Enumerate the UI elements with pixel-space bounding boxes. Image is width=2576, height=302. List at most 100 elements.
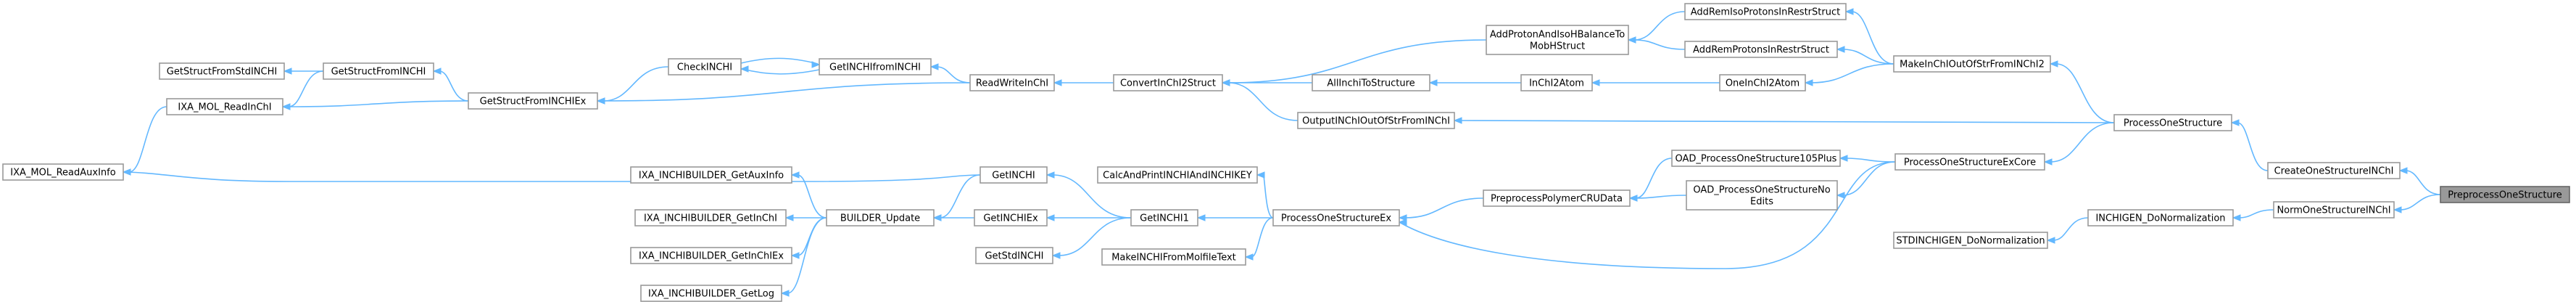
node-OutputINChIOutOfStrFromINChI[interactable]: OutputINChIOutOfStrFromINChI (1297, 112, 1455, 129)
node-box[interactable] (1130, 209, 1198, 226)
node-CreateOneStructureINChI[interactable]: CreateOneStructureINChI (2267, 162, 2401, 179)
node-NormOneStructureINChI[interactable]: NormOneStructureINChI (2273, 201, 2395, 219)
node-GetINCHI1[interactable]: GetINCHI1 (1130, 209, 1198, 226)
edge-ProcessOneStructure-to-OutputINChIOutOfStrFromINChI (1459, 120, 2115, 123)
node-box[interactable] (1483, 189, 1631, 207)
arrowhead (1196, 214, 1206, 221)
node-IXA_INCHIBUILDER_GetLog[interactable]: IXA_INCHIBUILDER_GetLog (640, 285, 782, 302)
node-box[interactable] (1684, 3, 1847, 20)
node-OAD_ProcessOneStructure105Plus[interactable]: OAD_ProcessOneStructure105Plus (1671, 150, 1841, 167)
node-IXA_INCHIBUILDER_GetInChIEx[interactable]: IXA_INCHIBUILDER_GetInChIEx (630, 247, 792, 264)
node-box[interactable] (974, 209, 1048, 226)
node-AddRemIsoProtonsInRestrStruct[interactable]: AddRemIsoProtonsInRestrStruct (1684, 3, 1847, 20)
node-box[interactable] (159, 62, 285, 80)
node-AddRemProtonsInRestrStruct[interactable]: AddRemProtonsInRestrStruct (1684, 41, 1838, 58)
node-BUILDER_Update[interactable]: BUILDER_Update (826, 209, 935, 226)
node-box[interactable] (1719, 74, 1806, 91)
node-box[interactable] (1894, 153, 2045, 171)
node-box[interactable] (323, 62, 434, 80)
node-box[interactable] (634, 209, 787, 226)
arrowhead (784, 214, 794, 221)
node-IXA_MOL_ReadAuxInfo[interactable]: IXA_MOL_ReadAuxInfo (2, 163, 124, 181)
node-ProcessOneStructure[interactable]: ProcessOneStructure (2113, 114, 2232, 131)
arrowhead (1398, 219, 1407, 226)
node-box[interactable] (1671, 150, 1841, 167)
edge-PreprocessOneStructure-to-CreateOneStructureINChI (2405, 170, 2441, 195)
node-IXA_MOL_ReadInChI[interactable]: IXA_MOL_ReadInChI (166, 98, 283, 115)
node-box[interactable] (1893, 232, 2048, 249)
arrowhead (1628, 195, 1638, 202)
node-box[interactable] (819, 58, 932, 76)
node-box[interactable] (1684, 41, 1838, 58)
arrowhead (1836, 192, 1845, 199)
node-box[interactable] (1520, 74, 1593, 91)
node-box[interactable] (166, 98, 283, 115)
node-GetINCHIfromINCHI[interactable]: GetINCHIfromINCHI (819, 58, 932, 76)
node-box[interactable] (1297, 112, 1455, 129)
node-CheckINCHI[interactable]: CheckINCHI (668, 58, 742, 76)
node-PreprocessOneStructure[interactable]: PreprocessOneStructure (2440, 186, 2570, 203)
node-box[interactable] (2087, 209, 2234, 226)
node-ProcessOneStructureEx[interactable]: ProcessOneStructureEx (1272, 209, 1400, 226)
node-box[interactable] (2273, 201, 2395, 219)
node-STDINCHIGEN_DoNormalization[interactable]: STDINCHIGEN_DoNormalization (1893, 232, 2048, 249)
node-ReadWriteInChI[interactable]: ReadWriteInChI (969, 74, 1055, 91)
node-box[interactable] (640, 285, 782, 302)
node-GetStructFromINCHI[interactable]: GetStructFromINCHI (323, 62, 434, 80)
node-MakeINCHIFromMolfileText[interactable]: MakeINCHIFromMolfileText (1101, 248, 1246, 266)
node-GetStructFromINCHIEx[interactable]: GetStructFromINCHIEx (468, 92, 598, 110)
node-box[interactable] (1272, 209, 1400, 226)
node-label: ProcessOneStructureEx (1281, 213, 1391, 224)
node-ConvertInChI2Struct[interactable]: ConvertInChI2Struct (1113, 74, 1223, 91)
node-label: IXA_MOL_ReadAuxInfo (10, 168, 115, 179)
node-box[interactable] (980, 166, 1048, 184)
node-InChI2Atom[interactable]: InChI2Atom (1520, 74, 1593, 91)
node-ProcessOneStructureExCore[interactable]: ProcessOneStructureExCore (1894, 153, 2045, 171)
node-CalcAndPrintINCHIAndINCHIKEY[interactable]: CalcAndPrintINCHIAndINCHIKEY (1097, 166, 1258, 184)
node-INCHIGEN_DoNormalization[interactable]: INCHIGEN_DoNormalization (2087, 209, 2234, 226)
node-box[interactable] (1686, 180, 1838, 211)
arrowhead (2046, 237, 2055, 244)
node-box[interactable] (630, 247, 792, 264)
node-box[interactable] (630, 166, 792, 184)
edge-GetINCHI1-to-GetINCHI (1052, 174, 1132, 219)
node-label: NormOneStructureINChI (2277, 205, 2390, 216)
node-GetINCHIEx[interactable]: GetINCHIEx (974, 209, 1048, 226)
node-box[interactable] (1097, 166, 1258, 184)
edge-ProcessOneStructure-to-ProcessOneStructureExCore (2050, 122, 2115, 163)
node-GetStdINCHI[interactable]: GetStdINCHI (975, 247, 1053, 264)
edge-ReadWriteInChI-to-GetINCHIfromINCHI (936, 66, 971, 83)
node-box[interactable] (2440, 186, 2570, 203)
node-box[interactable] (1312, 74, 1430, 91)
arrowhead (932, 214, 942, 221)
arrowhead (281, 103, 291, 110)
node-MakeInChIOutOfStrFromINChI2[interactable]: MakeInChIOutOfStrFromINChI2 (1893, 55, 2051, 73)
edge-MakeInChIOutOfStrFromINChI2-to-AddRemProtonsInRestrStruct (1842, 49, 1894, 65)
edge-GetStructFromINCHIEx-to-IXA_MOL_ReadInChI (288, 100, 469, 107)
node-box[interactable] (2, 163, 124, 181)
node-box[interactable] (1893, 55, 2051, 73)
node-GetStructFromStdINCHI[interactable]: GetStructFromStdINCHI (159, 62, 285, 80)
node-box[interactable] (1113, 74, 1223, 91)
node-box[interactable] (668, 58, 742, 76)
node-IXA_INCHIBUILDER_GetInChI[interactable]: IXA_INCHIBUILDER_GetInChI (634, 209, 787, 226)
node-AllInchiToStructure[interactable]: AllInchiToStructure (1312, 74, 1430, 91)
node-box[interactable] (2267, 162, 2401, 179)
node-IXA_INCHIBUILDER_GetAuxInfo[interactable]: IXA_INCHIBUILDER_GetAuxInfo (630, 166, 792, 184)
node-box[interactable] (969, 74, 1055, 91)
node-box[interactable] (975, 247, 1053, 264)
node-box[interactable] (1486, 25, 1629, 55)
node-PreprocessPolymerCRUData[interactable]: PreprocessPolymerCRUData (1483, 189, 1631, 207)
node-box[interactable] (468, 92, 598, 110)
node-box[interactable] (826, 209, 935, 226)
node-box[interactable] (1101, 248, 1246, 266)
arrowhead (2049, 60, 2058, 68)
node-GetINCHI[interactable]: GetINCHI (980, 166, 1048, 184)
arrowhead (929, 63, 939, 70)
node-OneInChI2Atom[interactable]: OneInChI2Atom (1719, 74, 1806, 91)
node-box[interactable] (2113, 114, 2232, 131)
node-label: INCHIGEN_DoNormalization (2095, 213, 2225, 224)
node-label: ProcessOneStructure (2124, 118, 2222, 129)
